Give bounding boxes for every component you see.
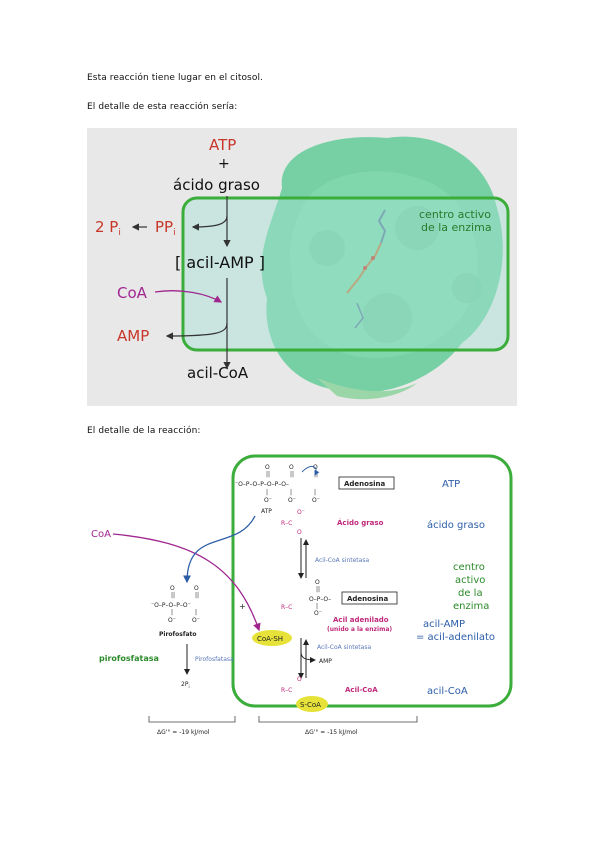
- svg-text:O: O: [265, 464, 270, 471]
- fatty-acid-bold: Ácido graso: [337, 518, 384, 527]
- ligand-molecule: [346, 209, 387, 329]
- adenosine-label-1: Adenosina: [344, 480, 386, 488]
- active-center-label-1: centro activo: [419, 208, 491, 221]
- active-site-box: [231, 454, 513, 708]
- plus-sign: +: [218, 156, 230, 172]
- amp-release-arrow: [300, 651, 316, 663]
- synthetase-label-2: Acil-CoA sintetasa: [317, 644, 371, 651]
- paragraph-reaction-detail: El detalle de la reacción:: [87, 426, 201, 436]
- acyl-adenylate-structure: O|| O–P–O– |O⁻: [309, 579, 331, 617]
- de-la-label: de la: [458, 588, 483, 599]
- enzyme-bound-label: (unido a la enzima): [327, 626, 392, 633]
- atp-small-label: ATP: [261, 508, 272, 515]
- acyl-amp-right: acil-AMP: [423, 619, 465, 630]
- acyl-adenylate-right: = acil-adenilato: [416, 632, 495, 643]
- svg-text:||: ||: [195, 592, 199, 599]
- svg-text:⁻O–P–O–P–O⁻: ⁻O–P–O–P–O⁻: [151, 602, 191, 609]
- svg-text:O: O: [297, 529, 302, 536]
- acyl-amp-label: [ acil-AMP ]: [175, 253, 265, 272]
- svg-text:|: |: [171, 609, 173, 616]
- acyl-adenylate-rc: R–C: [281, 604, 292, 611]
- amp-label: AMP: [117, 327, 149, 345]
- coa-arrow: [154, 290, 223, 303]
- acyl-coa-label: acil-CoA: [187, 364, 249, 382]
- pyrophosphatase-green: pirofosfatasa: [99, 654, 159, 663]
- adenosine-box-1: [338, 476, 395, 490]
- fatty-acid-label: ácido graso: [173, 176, 260, 194]
- svg-text:O⁻: O⁻: [288, 497, 296, 504]
- svg-text:|: |: [266, 489, 268, 496]
- fatty-acid-right: ácido graso: [427, 519, 485, 531]
- svg-text:|: |: [316, 603, 318, 610]
- arrow-to-amp: [165, 322, 228, 340]
- s-coa-label: S-CoA: [300, 701, 321, 709]
- svg-text:||: ||: [316, 586, 320, 593]
- svg-text:||: ||: [171, 592, 175, 599]
- fatty-acid-rc: R–C: [281, 520, 292, 527]
- svg-text:O⁻: O⁻: [192, 617, 200, 624]
- enzyme-surface: [261, 136, 503, 400]
- svg-text:O: O: [297, 676, 302, 683]
- acyl-coa-rc: R–C: [281, 687, 292, 694]
- svg-text:O⁻: O⁻: [314, 610, 322, 617]
- adenosine-box-2: [341, 591, 398, 605]
- centro-label: centro: [453, 562, 485, 573]
- bracket-1: [148, 716, 236, 723]
- plus-sign: +: [239, 602, 246, 611]
- svg-text:O–P–O–: O–P–O–: [309, 596, 331, 603]
- delta-g-2: ΔG'° = -15 kJ/mol: [305, 729, 358, 736]
- svg-text:O⁻: O⁻: [264, 497, 272, 504]
- coa-label: CoA: [117, 284, 148, 302]
- coa-sh-highlight: [252, 630, 292, 646]
- s-coa-highlight: [296, 696, 328, 712]
- svg-text:O: O: [289, 464, 294, 471]
- two-pi-label: 2 Pi: [95, 218, 121, 238]
- synthetase-label-1: Acil-CoA sintetasa: [315, 557, 369, 564]
- enzima-label: enzima: [453, 601, 489, 612]
- pyrophosphatase-blue: Pirofosfatasa: [195, 656, 234, 663]
- acyl-coa-bold: Acil-CoA: [345, 686, 378, 694]
- coa-label: CoA: [91, 529, 111, 540]
- paragraph-detail-intro: El detalle de esta reacción sería:: [87, 102, 238, 112]
- svg-text:O⁻: O⁻: [168, 617, 176, 624]
- acyl-adenylate-label: Acil adenilado: [333, 616, 389, 624]
- atp-label: ATP: [209, 136, 236, 154]
- svg-text:||: ||: [290, 471, 294, 478]
- coa-arrow: [112, 533, 261, 632]
- atp-curl-arrow: [301, 465, 320, 476]
- active-site-box: [181, 196, 510, 352]
- ppi-label: PPi: [155, 218, 176, 238]
- paragraph-location: Esta reacción tiene lugar en el citosol.: [87, 73, 264, 83]
- active-center-label-2: de la enzima: [421, 221, 492, 234]
- svg-text:O: O: [194, 585, 199, 592]
- delta-g-1: ΔG'° = -19 kJ/mol: [157, 729, 210, 736]
- coa-sh-label: CoA-SH: [257, 635, 283, 643]
- two-pi-label: 2Pi: [181, 681, 190, 689]
- svg-text:O⁻: O⁻: [297, 509, 305, 516]
- pyrophosphate-arrow: [183, 515, 256, 584]
- amp-label: AMP: [319, 658, 332, 665]
- pyrophosphate-label: Pirofosfato: [159, 631, 197, 638]
- svg-text:⁻O–P–O–P–O–P–O–: ⁻O–P–O–P–O–P–O–: [235, 481, 289, 488]
- svg-text:||: ||: [266, 471, 270, 478]
- svg-text:O: O: [315, 579, 320, 586]
- svg-text:|: |: [290, 489, 292, 496]
- svg-text:O⁻: O⁻: [312, 497, 320, 504]
- svg-text:O: O: [170, 585, 175, 592]
- atp-right-label: ATP: [442, 479, 460, 490]
- svg-text:|: |: [195, 609, 197, 616]
- bracket-2: [258, 716, 418, 723]
- svg-text:|: |: [314, 489, 316, 496]
- reaction-figure-1: ATP + ácido graso 2 Pi PPi [ acil-AMP ] …: [87, 128, 517, 406]
- adenosine-label-2: Adenosina: [347, 595, 389, 603]
- acyl-coa-right: acil-CoA: [427, 686, 468, 697]
- activo-label: activo: [455, 575, 485, 586]
